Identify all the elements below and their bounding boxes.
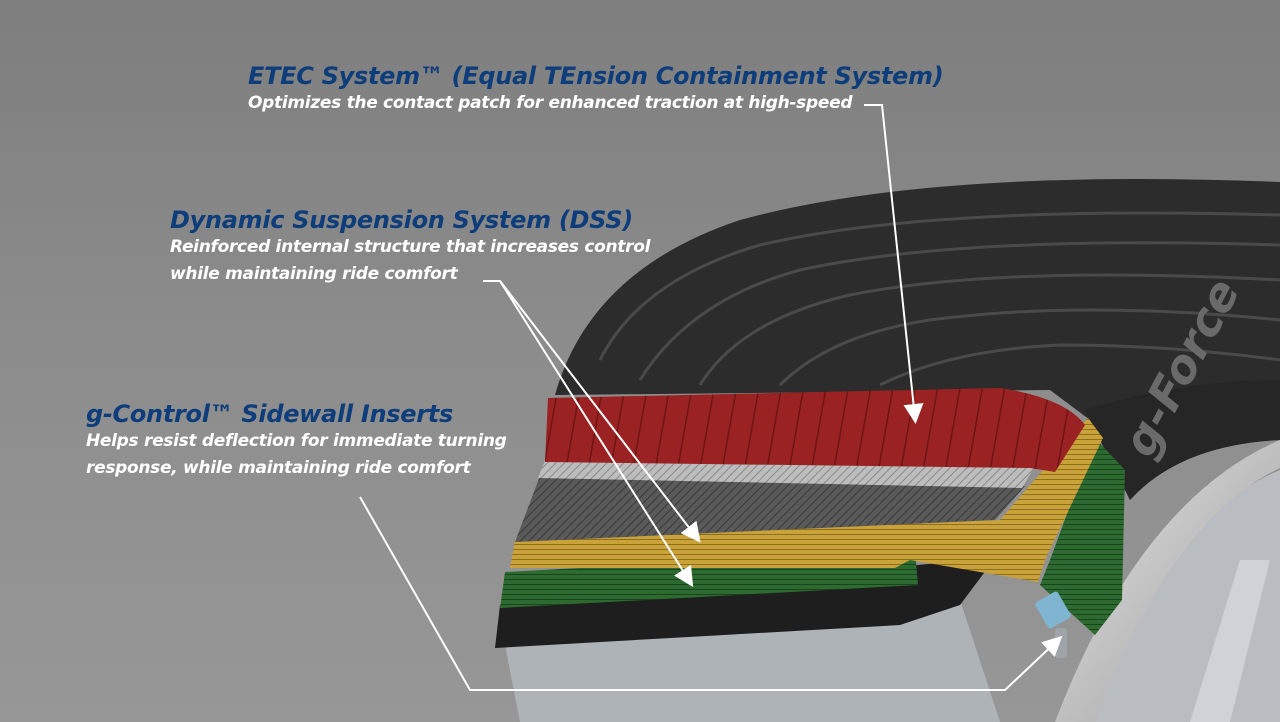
- etec-leader-arrow: [864, 104, 924, 424]
- etec-description: Optimizes the contact patch for enhanced…: [248, 93, 853, 113]
- bead-wire: [1055, 628, 1067, 658]
- green-ply-right: [1040, 438, 1125, 635]
- bead-insert: [1035, 591, 1071, 629]
- dss-description-line-1: Reinforced internal structure that incre…: [170, 237, 651, 257]
- gcontrol-description-line-1: Helps resist deflection for immediate tu…: [86, 431, 507, 451]
- gcontrol-description-line-2: response, while maintaining ride comfort: [86, 458, 471, 478]
- dss-description-line-2: while maintaining ride comfort: [170, 264, 458, 284]
- gcontrol-callout: g-Control™ Sidewall Inserts Helps resist…: [86, 400, 507, 482]
- etec-title: ETEC System™ (Equal TEnsion Containment …: [248, 62, 944, 90]
- tire-sidewall: [1085, 380, 1280, 500]
- dss-callout: Dynamic Suspension System (DSS) Reinforc…: [170, 206, 650, 288]
- wheel-spoke: [1190, 560, 1270, 722]
- gcontrol-title: g-Control™ Sidewall Inserts: [86, 400, 453, 428]
- gcontrol-leader-arrow: [359, 496, 1063, 691]
- wheel-rim: [1055, 440, 1280, 722]
- red-belt: [545, 388, 1085, 472]
- etec-callout: ETEC System™ (Equal TEnsion Containment …: [248, 62, 944, 117]
- dark-gray-belt: [515, 476, 1025, 542]
- dss-leader-arrow-2: [499, 280, 694, 588]
- yellow-ply: [510, 418, 1103, 582]
- dss-title: Dynamic Suspension System (DSS): [170, 206, 633, 234]
- tread-grooves: [598, 211, 1280, 387]
